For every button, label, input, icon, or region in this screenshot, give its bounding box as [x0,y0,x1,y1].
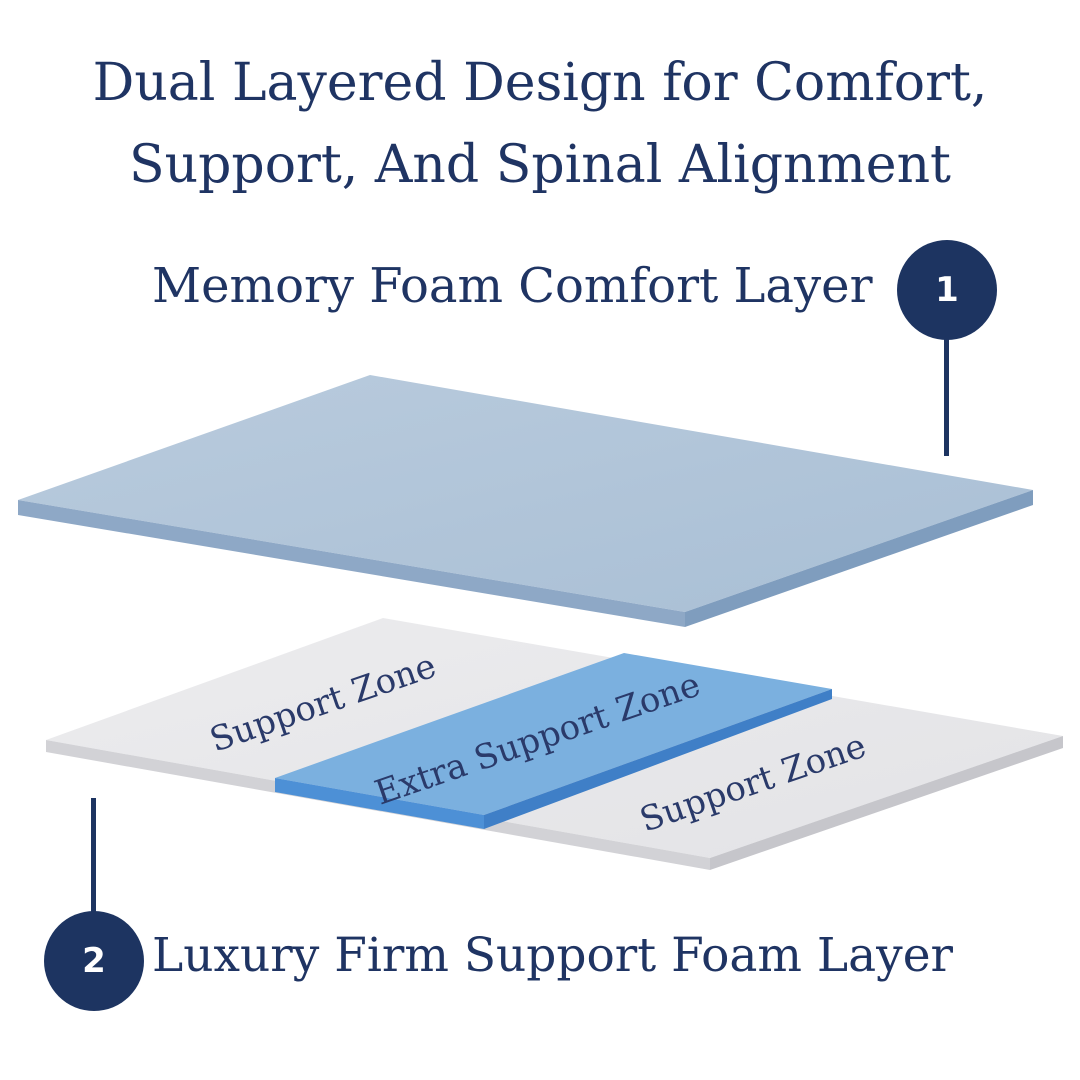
extra-support-band-side-edge [484,689,832,829]
memory-foam-layer [18,375,1033,627]
layer-1-badge: 1 [897,240,997,340]
title-line-2: Support, And Spinal Alignment [129,135,951,195]
support-layer-side-edge [710,736,1063,870]
title-line-1: Dual Layered Design for Comfort, [92,53,988,113]
comfort-layer-front-edge [18,500,685,627]
support-layer-label: Luxury Firm Support Foam Layer [152,928,953,983]
comfort-layer-label: Memory Foam Comfort Layer [152,258,873,314]
layer-2-badge: 2 [44,911,144,1011]
extra-support-band-front-edge [275,778,484,829]
layer-2-leader-line [91,798,96,916]
extra-support-band [275,653,832,815]
page-title: Dual Layered Design for Comfort, Support… [40,42,1040,206]
support-foam-layer: Support Zone Extra Support Zone Support … [46,618,1063,870]
comfort-layer-top-face [18,375,1033,612]
layer-1-leader-line [944,336,949,456]
comfort-layer-side-edge [685,490,1033,627]
